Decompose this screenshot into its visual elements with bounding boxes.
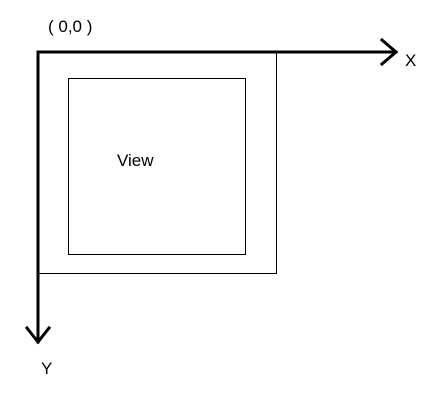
- y-axis-arrow-icon: [24, 325, 52, 345]
- view-label: View: [117, 151, 154, 170]
- y-axis-label: Y: [41, 359, 53, 378]
- x-axis-arrow-icon: [379, 37, 399, 67]
- origin-label: ( 0,0 ): [48, 17, 93, 36]
- x-axis-label: X: [405, 51, 417, 70]
- view-box: [68, 78, 246, 255]
